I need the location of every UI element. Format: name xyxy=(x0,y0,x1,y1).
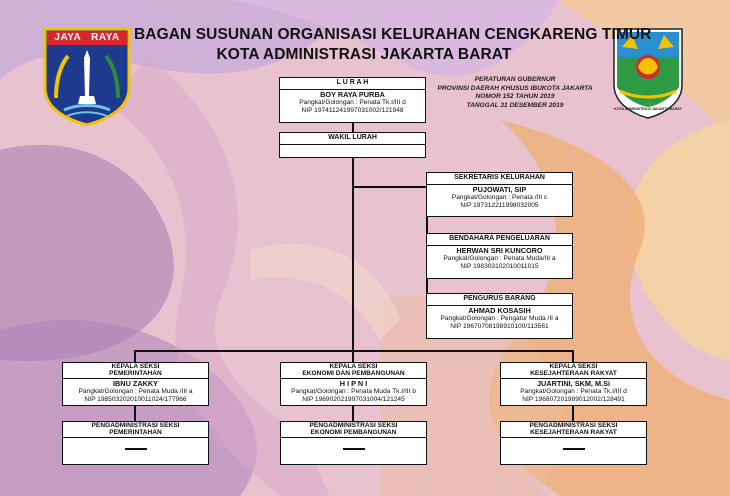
kasi-title-line: KEPALA SEKSI xyxy=(111,363,160,370)
connector-staff-right xyxy=(572,405,574,421)
staff-ekbang-title: PENGADMINISTRASI SEKSI EKONOMI PEMBANGUN… xyxy=(281,422,426,438)
bendahara-name: HERWAN SRI KUNCORO xyxy=(456,245,543,255)
staff-pemerintahan-title: PENGADMINISTRASI SEKSI PEMERINTAHAN xyxy=(63,422,208,438)
kasi-kesra-title: KEPALA SEKSI KESEJAHTERAAN RAKYAT xyxy=(501,363,646,379)
kasi-ekbang-nip: NIP 196902021997031004/121245 xyxy=(302,396,405,404)
jakarta-emblem-icon xyxy=(43,27,131,127)
sekretaris-box: SEKRETARIS KELURAHAN PUJOWATI, SIP Pangk… xyxy=(426,172,573,217)
vacant-dash xyxy=(342,447,365,450)
kasi-ekbang-rank: Pangkat/Golongan : Penata Muda Tk.I/III … xyxy=(291,387,416,395)
kasi-title-line: EKONOMI DAN PEMBANGUNAN xyxy=(302,370,405,378)
pengurus-barang-title: PENGURUS BARANG xyxy=(427,294,572,306)
kasi-kesra-nip: NIP 196807201989012002/128491 xyxy=(522,396,625,404)
kasi-pemerintahan-nip: NIP 198503202010011024/177966 xyxy=(84,396,187,404)
page-title-line1: BAGAN SUSUNAN ORGANISASI KELURAHAN CENGK… xyxy=(134,26,652,43)
connector-sections-horizontal xyxy=(134,350,574,352)
staff-pemerintahan-box: PENGADMINISTRASI SEKSI PEMERINTAHAN xyxy=(62,421,209,465)
lurah-rank: Pangkat/Golongan : Penata Tk.I/III d xyxy=(299,98,406,106)
connector-section-mid xyxy=(352,350,354,363)
kasi-kesra-name: JUARTINI, SKM, M.Si xyxy=(537,378,610,388)
connector-section-right xyxy=(572,350,574,363)
jakarta-barat-emblem: KOTA ADMINISTRASI JAKARTA BARAT xyxy=(612,27,684,119)
regulation-line: NOMOR 152 TAHUN 2019 xyxy=(475,93,555,101)
staff-title-line: KESEJAHTERAAN RAKYAT xyxy=(530,429,617,437)
connector-staff-left xyxy=(134,405,136,421)
staff-title-line: PENGADMINISTRASI SEKSI xyxy=(309,422,398,429)
wakil-lurah-box: WAKIL LURAH xyxy=(279,132,426,158)
connector-staff-branch xyxy=(353,186,427,188)
bendahara-box: BENDAHARA PENGELUARAN HERWAN SRI KUNCORO… xyxy=(426,233,573,279)
kasi-title-line: KEPALA SEKSI xyxy=(329,363,378,370)
logo-word-jaya: JAYA xyxy=(54,32,82,43)
lurah-box: L U R A H BOY RAYA PURBA Pangkat/Golonga… xyxy=(279,77,426,123)
pengurus-barang-nip: NIP 19670708198910100/113561 xyxy=(450,322,549,330)
pengurus-barang-name: AHMAD KOSASIH xyxy=(468,305,531,315)
lurah-title: L U R A H xyxy=(280,78,425,90)
regulation-line: PROVINSI DAERAH KHUSUS IBUKOTA JAKARTA xyxy=(437,84,593,92)
bendahara-nip: NIP 198303102010011015 xyxy=(460,262,539,270)
regulation-line: PERATURAN GUBERNUR xyxy=(474,76,556,83)
connector-trunk xyxy=(352,122,354,351)
kasi-pemerintahan-title: KEPALA SEKSI PEMERINTAHAN xyxy=(63,363,208,379)
staff-title-line: PEMERINTAHAN xyxy=(109,429,162,437)
kasi-pemerintahan-box: KEPALA SEKSI PEMERINTAHAN IBNU ZAKKY Pan… xyxy=(62,362,209,406)
sekretaris-name: PUJOWATI, SIP xyxy=(472,184,527,194)
connector-staff-mid xyxy=(352,405,354,421)
kasi-title-line: KESEJAHTERAAN RAKYAT xyxy=(530,370,617,378)
jakarta-barat-emblem-icon xyxy=(613,28,683,119)
logo-word-raya: RAYA xyxy=(91,32,120,43)
jakarta-emblem: JAYA RAYA xyxy=(42,26,132,127)
connector-section-left xyxy=(134,350,136,363)
regulation-line: TANGGAL 31 DESEMBER 2019 xyxy=(466,101,564,109)
kasi-ekbang-title: KEPALA SEKSI EKONOMI DAN PEMBANGUNAN xyxy=(281,363,426,379)
vacant-dash xyxy=(124,447,147,450)
bendahara-title: BENDAHARA PENGELUARAN xyxy=(427,234,572,246)
kasi-pemerintahan-name: IBNU ZAKKY xyxy=(113,378,158,388)
pengurus-barang-rank: Pangkat/Golongan : Pengatur Muda /II a xyxy=(440,314,559,322)
kasi-kesra-box: KEPALA SEKSI KESEJAHTERAAN RAKYAT JUARTI… xyxy=(500,362,647,406)
pengurus-barang-box: PENGURUS BARANG AHMAD KOSASIH Pangkat/Go… xyxy=(426,293,573,339)
page-title-line2: KOTA ADMINISTRASI JAKARTA BARAT xyxy=(216,46,512,63)
kasi-ekbang-box: KEPALA SEKSI EKONOMI DAN PEMBANGUNAN H I… xyxy=(280,362,427,406)
staff-title-line: EKONOMI PEMBANGUNAN xyxy=(310,429,397,437)
wakil-lurah-title: WAKIL LURAH xyxy=(280,133,425,145)
staff-kesra-box: PENGADMINISTRASI SEKSI KESEJAHTERAAN RAK… xyxy=(500,421,647,465)
kasi-title-line: KEPALA SEKSI xyxy=(549,363,598,370)
lurah-name: BOY RAYA PURBA xyxy=(320,89,385,99)
staff-title-line: PENGADMINISTRASI SEKSI xyxy=(529,422,618,429)
staff-title-line: PENGADMINISTRASI SEKSI xyxy=(91,422,180,429)
sekretaris-title: SEKRETARIS KELURAHAN xyxy=(427,173,572,185)
lurah-nip: NIP 197411241997031002/121948 xyxy=(301,106,404,114)
kasi-title-line: PEMERINTAHAN xyxy=(109,370,162,378)
staff-ekbang-box: PENGADMINISTRASI SEKSI EKONOMI PEMBANGUN… xyxy=(280,421,427,465)
bendahara-rank: Pangkat/Golongan : Penata Muda/III a xyxy=(443,254,556,262)
sekretaris-rank: Pangkat/Golongan : Penata /III c xyxy=(451,193,548,201)
kasi-kesra-rank: Pangkat/Golongan : Penata Tk.I/III d xyxy=(520,387,627,395)
vacant-dash xyxy=(562,447,585,450)
logo-right-caption: KOTA ADMINISTRASI JAKARTA BARAT xyxy=(614,107,682,111)
sekretaris-nip: NIP 197312211998032005 xyxy=(460,201,539,209)
kasi-pemerintahan-rank: Pangkat/Golongan : Penata Muda /III a xyxy=(78,387,193,395)
regulation-note: PERATURAN GUBERNUR PROVINSI DAERAH KHUSU… xyxy=(426,76,604,110)
staff-kesra-title: PENGADMINISTRASI SEKSI KESEJAHTERAAN RAK… xyxy=(501,422,646,438)
kasi-ekbang-name: H I P N I xyxy=(339,378,368,388)
